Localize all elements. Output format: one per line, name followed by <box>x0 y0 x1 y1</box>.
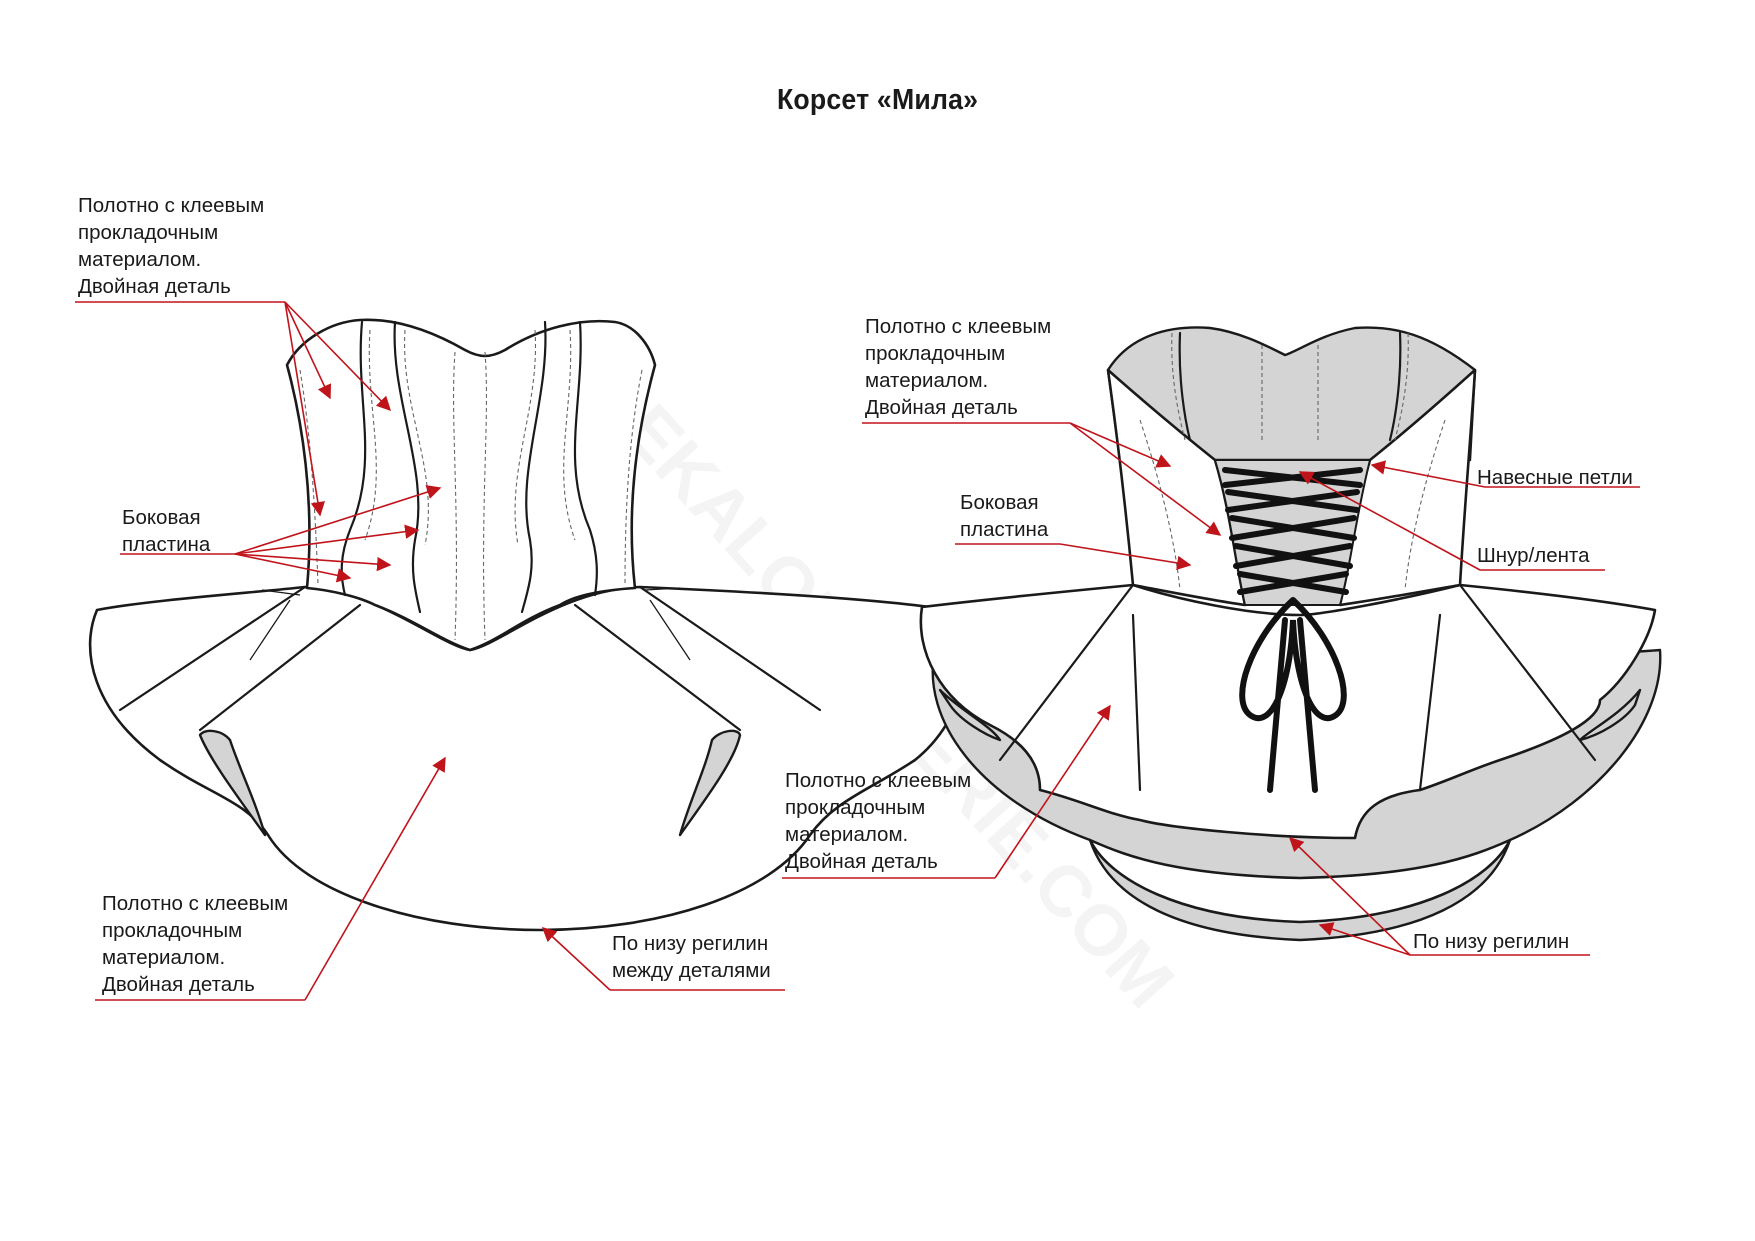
front-seam-left-2 <box>393 320 422 614</box>
label-line: материалом. <box>865 369 989 392</box>
label-line: материалом. <box>785 823 909 846</box>
front-dart-right <box>644 587 691 661</box>
back-fold-right <box>1578 688 1642 742</box>
label-line: Двойная деталь <box>865 396 1018 419</box>
back-boning-1 <box>1171 332 1186 441</box>
label-line: Двойная деталь <box>102 973 255 996</box>
label-line: По низу регилин <box>612 932 769 955</box>
label-line: прокладочным <box>102 919 243 942</box>
back-peplum-panel-4 <box>1418 613 1442 792</box>
label-line: материалом. <box>102 946 226 969</box>
back-label-hem-regilin: По низу регилин <box>1413 928 1569 955</box>
label-line: Навесные петли <box>1477 466 1633 489</box>
back-boning-5 <box>1139 419 1181 591</box>
front-dart-left <box>249 589 301 661</box>
back-label-fabric-top: Полотно с клеевым прокладочным материало… <box>865 313 1051 421</box>
front-label-fabric-top: Полотно с клеевым прокладочным материало… <box>78 192 264 300</box>
label-line: Полотно с клеевым <box>785 769 972 792</box>
label-line: Полотно с клеевым <box>102 892 289 915</box>
back-peplum-panel-2 <box>1458 583 1597 762</box>
label-line: Шнур/лента <box>1477 544 1590 567</box>
front-leaders <box>75 301 785 1001</box>
front-label-hem-regilin: По низу регилин между деталями <box>612 930 771 984</box>
front-left-pleat-lining <box>198 729 267 837</box>
back-label-loops: Навесные петли <box>1477 464 1633 491</box>
front-peplum-panel-lines <box>118 585 822 732</box>
label-line: прокладочным <box>865 342 1006 365</box>
label-line: Полотно с клеевым <box>865 315 1052 338</box>
front-boning-2 <box>364 329 377 541</box>
label-line: Двойная деталь <box>785 850 938 873</box>
label-line: Боковая <box>122 506 201 529</box>
page-title: Корсет «Мила» <box>776 84 979 116</box>
back-bodice-lining <box>1106 326 1477 462</box>
back-fold-left <box>938 688 1002 742</box>
label-line: По низу регилин <box>1413 930 1570 953</box>
label-line: материалом. <box>78 248 202 271</box>
back-boning-4 <box>1394 332 1409 441</box>
label-line: прокладочным <box>78 221 219 244</box>
back-label-fabric-bottom: Полотно с клеевым прокладочным материало… <box>785 767 971 875</box>
back-view <box>782 326 1662 956</box>
front-label-side-panel: Боковая пластина <box>122 504 210 558</box>
back-leaders <box>782 422 1640 956</box>
front-label-fabric-bottom: Полотно с клеевым прокладочным материало… <box>102 890 288 998</box>
label-line: между деталями <box>612 959 771 982</box>
front-boning-3 <box>404 329 429 546</box>
front-seam-right-2 <box>520 320 547 614</box>
label-line: Полотно с клеевым <box>78 194 265 217</box>
back-cross-lacing <box>1222 467 1363 595</box>
back-label-side-panel: Боковая пластина <box>960 489 1048 543</box>
label-line: Двойная деталь <box>78 275 231 298</box>
label-line: прокладочным <box>785 796 926 819</box>
back-lace-bow <box>1239 597 1347 793</box>
front-seam-right-1 <box>573 320 598 597</box>
label-line: Боковая <box>960 491 1039 514</box>
front-right-pleat-lining <box>678 729 742 837</box>
front-boning-7 <box>563 329 576 541</box>
label-line: пластина <box>960 518 1049 541</box>
front-boning-8 <box>624 369 643 586</box>
back-seam-right <box>1388 331 1402 442</box>
front-boning-6 <box>514 329 537 546</box>
label-line: пластина <box>122 533 211 556</box>
back-peplum-panel-3 <box>1131 613 1142 792</box>
back-hem-band <box>1088 838 1512 924</box>
back-peplum-panel-1 <box>998 583 1135 762</box>
back-seam-left <box>1178 331 1192 442</box>
front-view <box>75 301 967 1001</box>
back-boning-6 <box>1404 419 1446 591</box>
back-label-lace: Шнур/лента <box>1477 542 1589 569</box>
